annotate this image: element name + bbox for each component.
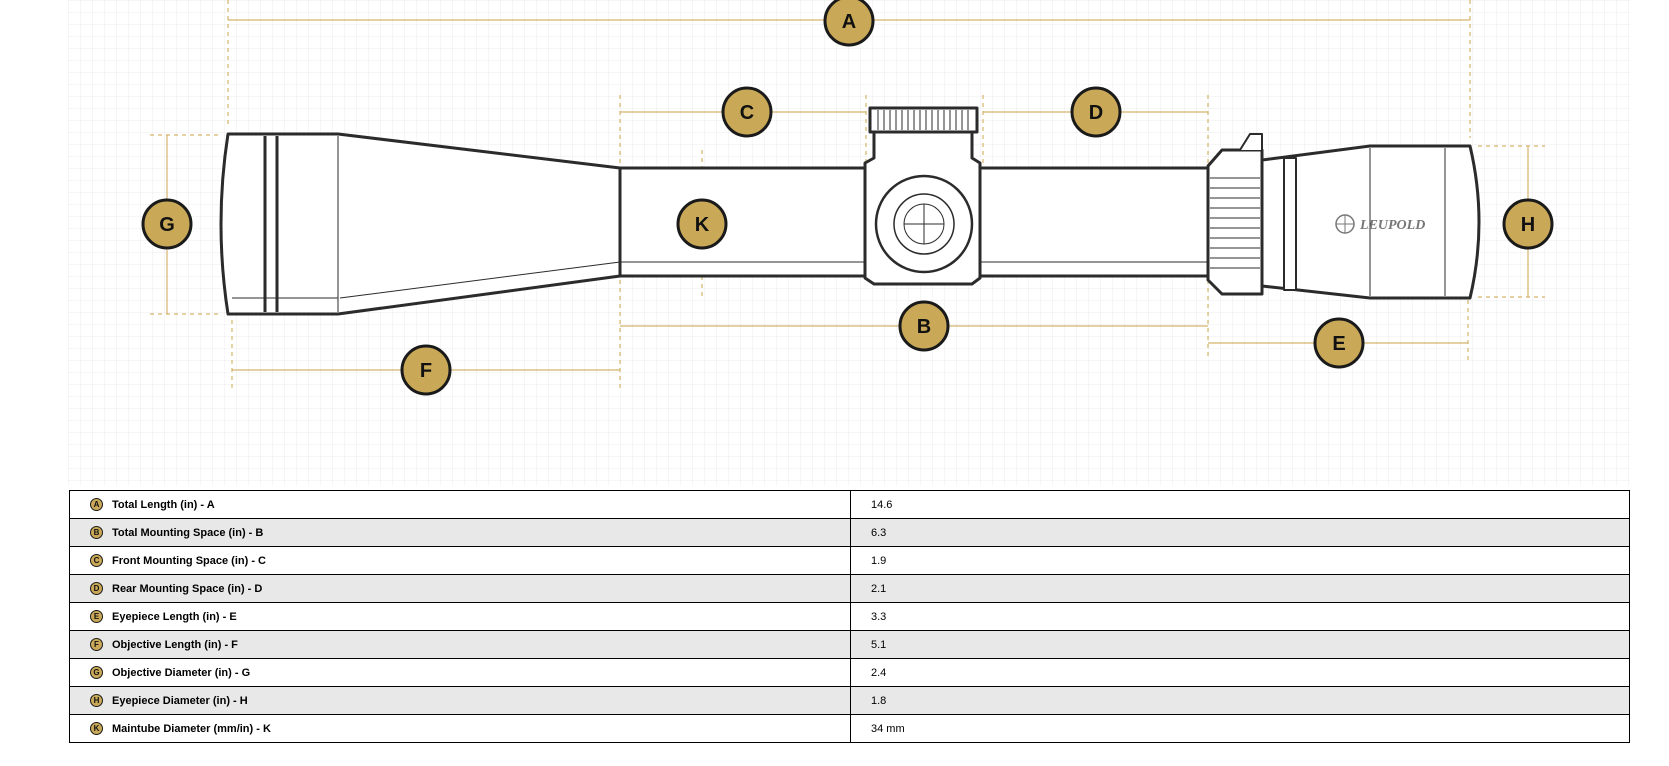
- spec-row: A Total Length (in) - A 14.6: [69, 490, 1630, 519]
- eyepiece-knurling: [1210, 177, 1260, 269]
- spec-row: H Eyepiece Diameter (in) - H 1.8: [69, 686, 1630, 715]
- svg-text:K: K: [695, 214, 710, 236]
- spec-label-cell: A Total Length (in) - A: [69, 490, 851, 519]
- brand-text: LEUPOLD: [1359, 218, 1425, 233]
- marker-a: A: [823, 0, 875, 47]
- svg-text:A: A: [842, 11, 856, 33]
- spec-label-cell: D Rear Mounting Space (in) - D: [69, 574, 851, 603]
- spec-row: E Eyepiece Length (in) - E 3.3: [69, 602, 1630, 631]
- marker-d: D: [1070, 86, 1122, 138]
- spec-row: F Objective Length (in) - F 5.1: [69, 630, 1630, 659]
- svg-text:H: H: [1521, 214, 1535, 236]
- marker-c: C: [721, 86, 773, 138]
- letter-badge: D: [90, 582, 103, 595]
- dimension-g: [150, 134, 218, 315]
- spec-row: G Objective Diameter (in) - G 2.4: [69, 658, 1630, 687]
- spec-label-cell: B Total Mounting Space (in) - B: [69, 518, 851, 547]
- spec-label-cell: K Maintube Diameter (mm/in) - K: [69, 714, 851, 743]
- spec-row: K Maintube Diameter (mm/in) - K 34 mm: [69, 714, 1630, 743]
- turret-knurling: [877, 110, 969, 130]
- letter-badge: B: [90, 526, 103, 539]
- svg-text:G: G: [159, 214, 175, 236]
- spec-value: 34 mm: [850, 714, 1630, 743]
- spec-label: Front Mounting Space (in) - C: [112, 554, 266, 567]
- spec-label: Rear Mounting Space (in) - D: [112, 582, 263, 595]
- letter-badge: H: [90, 694, 103, 707]
- spec-value: 2.4: [850, 658, 1630, 687]
- spec-value: 1.9: [850, 546, 1630, 575]
- svg-text:E: E: [1332, 333, 1345, 355]
- letter-badge: C: [90, 554, 103, 567]
- svg-text:B: B: [917, 316, 931, 338]
- svg-text:F: F: [420, 360, 432, 382]
- svg-text:D: D: [1089, 102, 1103, 124]
- marker-e: E: [1313, 317, 1365, 369]
- spec-label-cell: C Front Mounting Space (in) - C: [69, 546, 851, 575]
- scope-diagram: LEUPOLD A C D G K H B: [141, 0, 1554, 396]
- spec-label: Total Mounting Space (in) - B: [112, 526, 264, 539]
- spec-label-cell: G Objective Diameter (in) - G: [69, 658, 851, 687]
- letter-badge: A: [90, 498, 103, 511]
- marker-h: H: [1502, 198, 1554, 250]
- leupold-logo: LEUPOLD: [1335, 214, 1425, 234]
- spec-value: 5.1: [850, 630, 1630, 659]
- spec-value: 2.1: [850, 574, 1630, 603]
- spec-label-cell: H Eyepiece Diameter (in) - H: [69, 686, 851, 715]
- spec-label: Objective Length (in) - F: [112, 638, 238, 651]
- spec-value: 3.3: [850, 602, 1630, 631]
- marker-b: B: [898, 300, 950, 352]
- spec-value: 6.3: [850, 518, 1630, 547]
- spec-label: Maintube Diameter (mm/in) - K: [112, 722, 271, 735]
- letter-badge: G: [90, 666, 103, 679]
- spec-value: 14.6: [850, 490, 1630, 519]
- spec-row: B Total Mounting Space (in) - B 6.3: [69, 518, 1630, 547]
- spec-label: Total Length (in) - A: [112, 498, 215, 511]
- spec-value: 1.8: [850, 686, 1630, 715]
- spec-label: Eyepiece Diameter (in) - H: [112, 694, 248, 707]
- spec-label: Objective Diameter (in) - G: [112, 666, 251, 679]
- letter-badge: K: [90, 722, 103, 735]
- spec-label: Eyepiece Length (in) - E: [112, 610, 237, 623]
- letter-badge: F: [90, 638, 103, 651]
- marker-g: G: [141, 198, 193, 250]
- marker-f: F: [400, 344, 452, 396]
- spec-row: D Rear Mounting Space (in) - D 2.1: [69, 574, 1630, 603]
- spec-label-cell: F Objective Length (in) - F: [69, 630, 851, 659]
- dimension-h: [1478, 145, 1545, 298]
- marker-k: K: [676, 198, 728, 250]
- spec-table: A Total Length (in) - A 14.6 B Total Mount…: [69, 490, 1630, 743]
- scope-outline: [219, 106, 1481, 316]
- spec-row: C Front Mounting Space (in) - C 1.9: [69, 546, 1630, 575]
- letter-badge: E: [90, 610, 103, 623]
- svg-text:C: C: [740, 102, 754, 124]
- markers: A C D G K H B E: [141, 0, 1554, 396]
- spec-label-cell: E Eyepiece Length (in) - E: [69, 602, 851, 631]
